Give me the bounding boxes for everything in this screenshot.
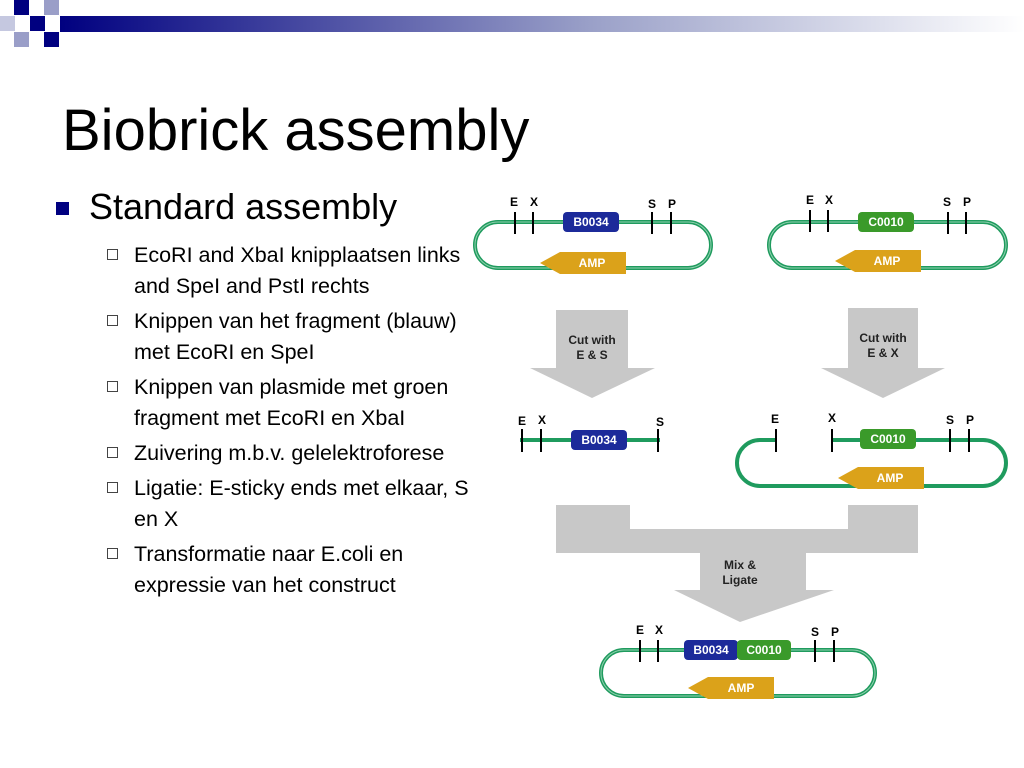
sub-bullet-text: Knippen van plasmide met groen fragment …	[134, 375, 449, 430]
sub-bullet: Zuivering m.b.v. gelelektroforese	[54, 438, 494, 469]
sub-bullet: EcoRI and XbaI knipplaatsen links and Sp…	[54, 240, 494, 302]
site-e-label: E	[771, 412, 779, 426]
title-bar-decoration	[0, 0, 1024, 50]
opened-plasmid-c0010: E X S P C0010 AMP	[735, 411, 1008, 489]
hollow-square-bullet-icon	[107, 315, 118, 326]
sub-bullet: Knippen van plasmide met groen fragment …	[54, 372, 494, 434]
amp-label: AMP	[874, 254, 901, 268]
site-s-label: S	[656, 415, 664, 429]
mix-ligate-arrow: Mix & Ligate	[556, 505, 918, 622]
hollow-square-bullet-icon	[107, 381, 118, 392]
hollow-square-bullet-icon	[107, 548, 118, 559]
sub-bullet-text: Knippen van het fragment (blauw) met Eco…	[134, 309, 457, 364]
sub-bullet-text: Transformatie naar E.coli en expressie v…	[134, 542, 404, 597]
fragment-b0034: E X S B0034	[518, 413, 664, 452]
cut-arrow-right-label-line2: E & X	[867, 346, 898, 360]
part-b0034-label: B0034	[581, 433, 617, 447]
plasmid-b0034: E X S P B0034 AMP	[473, 195, 713, 274]
site-s-label: S	[648, 197, 656, 211]
bullet-main-text: Standard assembly	[89, 186, 398, 227]
site-s-label: S	[946, 413, 954, 427]
site-e-label: E	[636, 623, 644, 637]
mix-arrow-label-line2: Ligate	[722, 573, 758, 587]
sub-bullet-text: EcoRI and XbaI knipplaatsen links and Sp…	[134, 243, 461, 298]
site-p-label: P	[963, 195, 971, 209]
site-p-label: P	[966, 413, 974, 427]
square-bullet-icon	[56, 202, 69, 215]
site-x-label: X	[825, 193, 833, 207]
final-construct-plasmid: E X S P B0034 C0010 AMP	[599, 623, 877, 699]
sub-bullet-text: Ligatie: E-sticky ends met elkaar, S en …	[134, 476, 469, 531]
sub-bullet: Knippen van het fragment (blauw) met Eco…	[54, 306, 494, 368]
site-p-label: P	[668, 197, 676, 211]
mix-arrow-label-line1: Mix &	[724, 558, 756, 572]
sub-bullet-text: Zuivering m.b.v. gelelektroforese	[134, 441, 445, 465]
amp-label: AMP	[728, 681, 755, 695]
sub-bullet-list: EcoRI and XbaI knipplaatsen links and Sp…	[54, 240, 494, 601]
cut-arrow-right-label-line1: Cut with	[859, 331, 906, 345]
amp-label: AMP	[579, 256, 606, 270]
cut-arrow-left: Cut with E & S	[530, 310, 655, 398]
part-b0034-label: B0034	[693, 643, 729, 657]
cut-arrow-left-label-line2: E & S	[576, 348, 607, 362]
part-c0010-label: C0010	[870, 432, 906, 446]
site-s-label: S	[811, 625, 819, 639]
sub-bullet: Transformatie naar E.coli en expressie v…	[54, 539, 494, 601]
hollow-square-bullet-icon	[107, 249, 118, 260]
site-e-label: E	[518, 414, 526, 428]
assembly-diagram: Cut with E & S Cut with E & X Mix & Liga…	[473, 193, 1008, 699]
bullet-list: Standard assembly EcoRI and XbaI knippla…	[54, 186, 494, 605]
site-x-label: X	[655, 623, 663, 637]
slide-title: Biobrick assembly	[62, 98, 530, 163]
site-x-label: X	[538, 413, 546, 427]
hollow-square-bullet-icon	[107, 482, 118, 493]
sub-bullet: Ligatie: E-sticky ends met elkaar, S en …	[54, 473, 494, 535]
site-e-label: E	[510, 195, 518, 209]
part-b0034-label: B0034	[573, 215, 609, 229]
bullet-main: Standard assembly	[54, 186, 494, 228]
part-c0010-label: C0010	[746, 643, 782, 657]
site-p-label: P	[831, 625, 839, 639]
plasmid-c0010: E X S P C0010 AMP	[767, 193, 1008, 272]
site-s-label: S	[943, 195, 951, 209]
amp-label: AMP	[877, 471, 904, 485]
cut-arrow-left-label-line1: Cut with	[568, 333, 615, 347]
part-c0010-label: C0010	[868, 215, 904, 229]
site-x-label: X	[828, 411, 836, 425]
cut-arrow-right: Cut with E & X	[821, 308, 945, 398]
site-e-label: E	[806, 193, 814, 207]
site-x-label: X	[530, 195, 538, 209]
hollow-square-bullet-icon	[107, 447, 118, 458]
